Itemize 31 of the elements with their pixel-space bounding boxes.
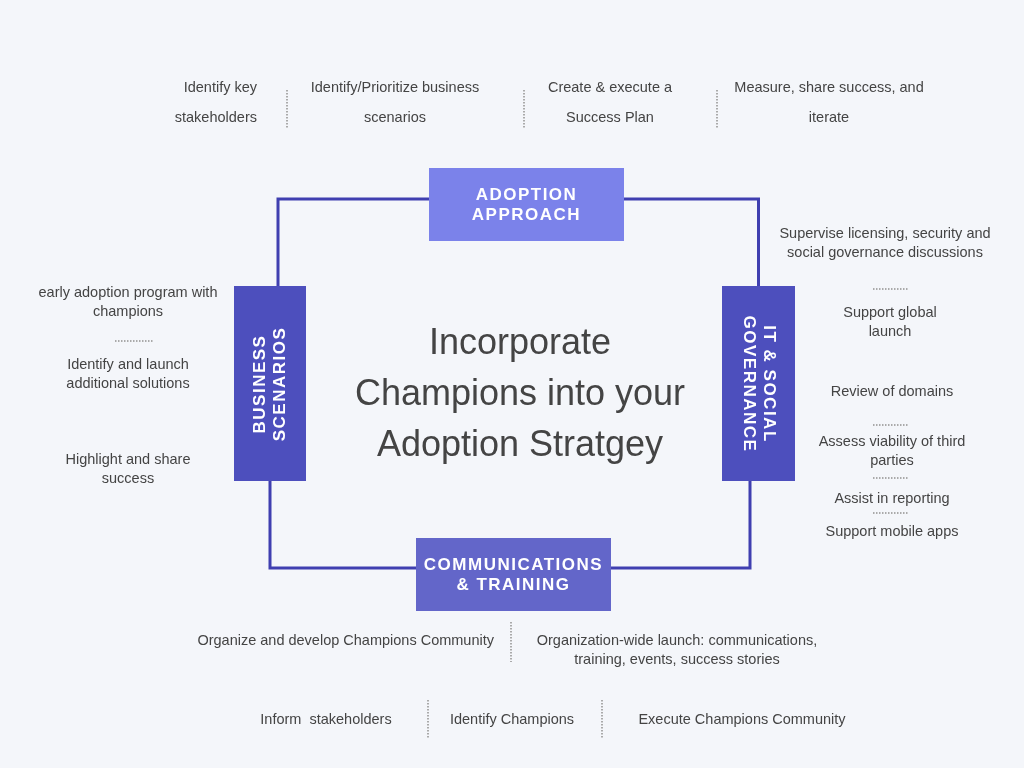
box-title: IT & SOCIAL GOVERNANCE: [738, 314, 779, 454]
box-title: COMMUNICATIONS & TRAINING: [423, 554, 604, 595]
step-text: Inform stakeholders: [259, 710, 393, 729]
step-text: Organization-wide launch: communications, training, events, success stories: [535, 631, 819, 669]
step-text: Highlight and share success: [64, 450, 192, 488]
category-box: [416, 538, 611, 611]
category-box: [722, 286, 795, 481]
connector-line: [276, 197, 429, 286]
step-text: Organize and develop Champions Community: [196, 631, 494, 650]
step-text: Assist in reporting: [833, 489, 951, 508]
step-text: early adoption program with champions: [37, 283, 219, 321]
connector-line: [624, 197, 760, 286]
step-text: Assess viability of third parties: [817, 432, 967, 470]
connector-line: [611, 481, 752, 570]
step-text: Support global launch: [842, 303, 938, 341]
center-heading: Incorporate Champions into your Adoption Stratgey: [353, 320, 687, 466]
step-text: Execute Champions Community: [637, 710, 847, 729]
step-text: Supervise licensing, security and social governance discussions: [778, 224, 992, 262]
category-box: [234, 286, 306, 481]
step-text: Identify and launch additional solutions: [65, 355, 191, 393]
box-title: BUSINESS SCENARIOS: [250, 325, 290, 443]
step-text: Create & execute a Success Plan: [546, 78, 674, 127]
connector-line: [268, 481, 416, 570]
step-text: Support mobile apps: [824, 522, 960, 541]
step-text: Measure, share success, and iterate: [733, 78, 925, 127]
step-text: Identify/Prioritize business scenarios: [309, 78, 481, 127]
category-box: [429, 168, 624, 241]
step-text: Identify Champions: [448, 710, 576, 729]
box-title: ADOPTION APPROACH: [470, 184, 583, 225]
step-text: Identify key stakeholders: [173, 78, 257, 127]
step-text: Review of domains: [829, 382, 955, 401]
